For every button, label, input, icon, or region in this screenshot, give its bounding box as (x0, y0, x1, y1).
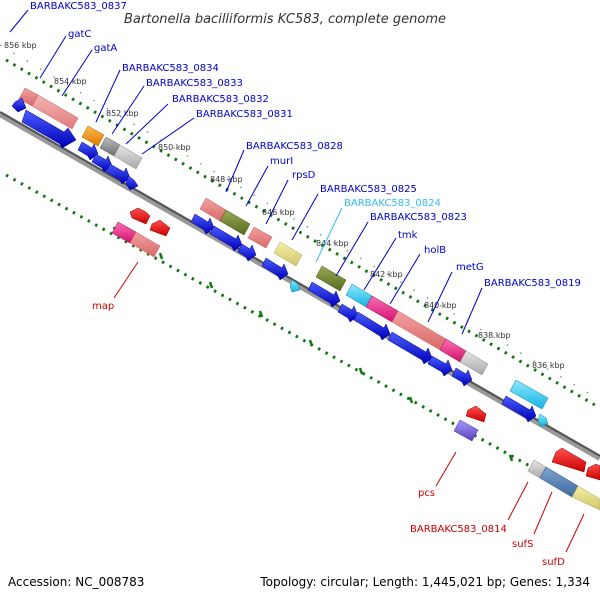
gene-label: gatC (68, 29, 91, 40)
gene-features-lower (111, 207, 600, 511)
kbp-labels: 856 kbp 854 kbp 852 kbp 850 kbp 848 kbp … (4, 41, 565, 370)
gene-box (539, 466, 579, 498)
gene-label: BARBAKC583_0832 (172, 94, 269, 105)
cds-arrow (337, 303, 359, 323)
gene-label: holB (424, 245, 446, 256)
cds-arrow (387, 331, 433, 365)
kbp-label: 852 kbp (106, 109, 139, 118)
gene-box (247, 226, 273, 249)
gene-box (453, 419, 479, 442)
gene-label: map (92, 301, 114, 312)
cds-arrow (289, 279, 301, 293)
leader-lines-lower (113, 261, 585, 553)
gene-box (113, 144, 143, 170)
cds-arrow (501, 395, 537, 423)
gene-label: murI (270, 156, 293, 167)
cds-arrow (209, 225, 243, 252)
kbp-label: 846 kbp (262, 208, 295, 217)
gene-label: BARBAKC583_0825 (320, 184, 417, 195)
gene-label: pcs (418, 488, 435, 499)
gene-label: BARBAKC583_0824 (344, 198, 441, 209)
tick-tracks (0, 44, 600, 507)
cds-arrow-rev (551, 447, 587, 473)
gene-labels-upper: BARBAKC583_0837 gatC gatA BARBAKC583_083… (30, 1, 581, 289)
cds-arrow (451, 367, 473, 387)
leader-lines-upper (9, 9, 483, 335)
cds-arrow (11, 97, 27, 113)
gene-box (273, 241, 303, 267)
gene-label: rpsD (292, 170, 316, 181)
gene-label: tmk (398, 230, 418, 241)
gene-label: gatA (94, 43, 117, 54)
gene-label: BARBAKC583_0831 (196, 109, 293, 120)
gene-box (315, 265, 347, 292)
accession-text: Accession: NC_008783 (8, 575, 144, 589)
cds-arrow-rev (149, 219, 171, 237)
gene-box (459, 350, 489, 376)
gene-label: sufD (542, 557, 565, 568)
gene-label: BARBAKC583_0834 (122, 63, 219, 74)
cds-arrow (427, 355, 453, 377)
map-title: Bartonella bacilliformis KC583, complete… (124, 12, 446, 27)
genome-summary-text: Topology: circular; Length: 1,445,021 bp… (259, 575, 590, 589)
kbp-label: 850 kbp (158, 143, 191, 152)
kbp-label: 854 kbp (54, 77, 87, 86)
kbp-label: 838 kbp (478, 331, 511, 340)
gene-label: BARBAKC583_0828 (246, 141, 343, 152)
gene-labels-lower: map pcs BARBAKC583_0814 sufS sufD (92, 301, 565, 568)
cds-arrow (21, 109, 77, 149)
gene-label: BARBAKC583_0837 (30, 1, 127, 12)
cds-arrow-rev (129, 207, 151, 225)
gene-label: BARBAKC583_0819 (484, 278, 581, 289)
gene-box (81, 125, 105, 147)
cds-arrow (353, 311, 391, 341)
gene-box (365, 295, 399, 323)
cds-arrow (125, 175, 139, 191)
kbp-label: 856 kbp (4, 41, 37, 50)
gene-features-upper (18, 87, 549, 410)
genome-backbone (0, 111, 600, 461)
kbp-label: 842 kbp (370, 270, 403, 279)
kbp-label: 840 kbp (424, 301, 457, 310)
kbp-label: 848 kbp (210, 175, 243, 184)
cds-arrow (261, 257, 289, 281)
cds-arrow-rev (465, 405, 487, 423)
gene-label: BARBAKC583_0814 (410, 524, 507, 535)
cds-arrow (307, 281, 341, 308)
cds-arrow-rev (585, 463, 600, 481)
gene-box (31, 94, 79, 130)
gene-label: BARBAKC583_0833 (146, 78, 243, 89)
kbp-label: 844 kbp (316, 239, 349, 248)
cds-arrow (105, 163, 131, 185)
gene-label: sufS (512, 539, 533, 550)
gene-box (571, 485, 600, 511)
cds-arrow (190, 213, 215, 235)
gene-label: BARBAKC583_0823 (370, 212, 467, 223)
gene-label: metG (456, 262, 484, 273)
gene-box (129, 231, 161, 258)
cds-arrow (537, 413, 549, 427)
kbp-label: 836 kbp (532, 361, 565, 370)
gene-box (219, 209, 251, 236)
gene-box (509, 379, 549, 410)
cds-arrows-upper (11, 97, 549, 427)
cds-arrow (77, 141, 99, 161)
cds-arrow (237, 243, 257, 262)
